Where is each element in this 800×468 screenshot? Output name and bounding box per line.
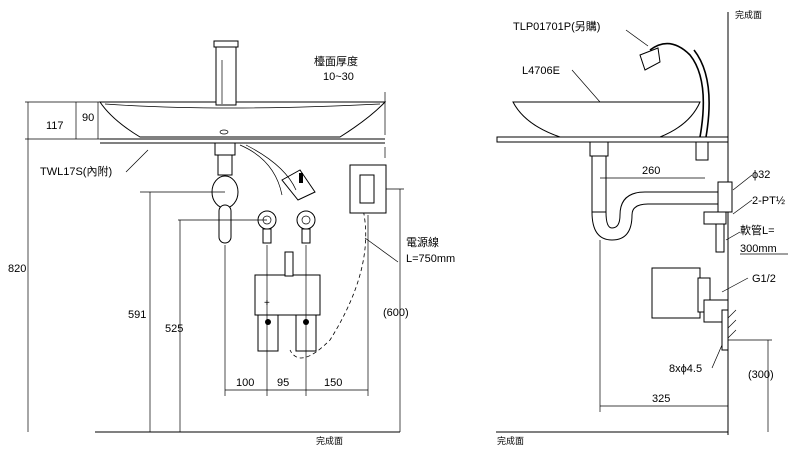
- control-box: [254, 274, 321, 316]
- dim-95: 95: [277, 377, 289, 389]
- drain-outlet: [218, 204, 232, 244]
- dim-90: 90: [82, 112, 94, 124]
- left-front-view: 完成面 +: [8, 40, 455, 446]
- faucet-base: [695, 141, 709, 161]
- dim-325: 325: [652, 393, 670, 405]
- dim-117: 117: [46, 120, 64, 132]
- right-supply-stem: [715, 223, 725, 253]
- stop-valve-right-inner: [301, 215, 311, 225]
- basin-label: L4706E: [522, 65, 560, 77]
- faucet-body: [215, 44, 237, 106]
- dim-150: 150: [324, 377, 342, 389]
- right-drain-tail: [591, 155, 607, 213]
- right-floor-label: 完成面: [497, 435, 524, 446]
- wall-label-top: 完成面: [735, 9, 762, 20]
- drain-nut: [214, 142, 236, 156]
- dim-phi32: ϕ32: [752, 169, 770, 181]
- faucet-spout: [639, 47, 661, 71]
- wall-flange: [717, 181, 733, 213]
- g12-leader: [721, 277, 749, 293]
- faucet-label: TLP01701P(另購): [513, 19, 600, 33]
- trap-arm-top: [619, 191, 720, 216]
- right-control-box: [651, 267, 701, 319]
- pt-leader: [732, 199, 753, 215]
- valve-stem-left: [262, 228, 272, 244]
- drain-label: TWL17S(內附): [40, 164, 112, 178]
- valve-stem-right: [301, 228, 311, 244]
- screws-leader: [711, 344, 723, 369]
- outlet-plate: [359, 174, 375, 204]
- hose-leader: [725, 231, 741, 241]
- solenoid-left-dot: [265, 319, 271, 325]
- power-leader: [364, 237, 399, 263]
- hatch-1: [727, 309, 737, 319]
- hatch-3: [727, 329, 737, 339]
- hose-length: 300mm: [740, 243, 777, 255]
- dim-pt: 2-PT½: [752, 195, 785, 207]
- basin-rim-inner: [104, 103, 381, 109]
- hose-1: [239, 144, 283, 196]
- p-trap-inner: [605, 211, 621, 229]
- dim-820: 820: [8, 263, 26, 275]
- faucet-leader: [625, 29, 649, 47]
- counter-thickness-value: 10~30: [323, 71, 354, 83]
- stop-valve-right: [296, 210, 316, 230]
- dim-screws: 8xϕ4.5: [669, 363, 702, 375]
- right-counter: [496, 136, 729, 143]
- power-cord: [289, 197, 367, 359]
- solenoid-left: [257, 314, 279, 352]
- drain-tail: [217, 154, 233, 176]
- dim-600: (600): [383, 307, 409, 319]
- phi32-leader: [732, 174, 753, 191]
- right-basin: [512, 101, 701, 138]
- hatch-2: [727, 319, 737, 329]
- dim-g12: G1/2: [752, 273, 776, 285]
- counter-thickness-label: 檯面厚度: [314, 54, 358, 68]
- right-drain-nut: [589, 141, 609, 157]
- hose-2: [245, 144, 297, 191]
- left-floor-label: 完成面: [316, 435, 343, 446]
- faucet-gooseneck: [649, 42, 705, 138]
- dim-260: 260: [642, 165, 660, 177]
- drain-leader: [125, 149, 149, 173]
- power-label: 電源線: [406, 235, 439, 249]
- valve-handle: [299, 173, 303, 183]
- trap-arm-bottom: [631, 203, 720, 216]
- p-trap-outer: [591, 211, 633, 241]
- control-box-neck: [284, 251, 294, 277]
- dim-591: 591: [128, 309, 146, 321]
- hose-label: 軟管L=: [740, 223, 775, 237]
- basin-front: [99, 101, 387, 138]
- angle-valve-top: [281, 169, 316, 201]
- basin-drain-hole: [219, 129, 229, 135]
- right-stop-valve: [703, 211, 727, 225]
- dim-300: (300): [748, 369, 774, 381]
- right-side-view: 完成面 完成面 TLP01701P(另購) L4706E 260 ϕ32 2-P…: [496, 9, 788, 446]
- faucet-cap: [213, 40, 239, 48]
- basin-leader: [571, 69, 601, 103]
- power-length: L=750mm: [406, 253, 455, 265]
- dim-525: 525: [165, 323, 183, 335]
- dim-100: 100: [236, 377, 254, 389]
- wall-bracket: [721, 309, 729, 351]
- faucet-gooseneck-2: [693, 49, 710, 138]
